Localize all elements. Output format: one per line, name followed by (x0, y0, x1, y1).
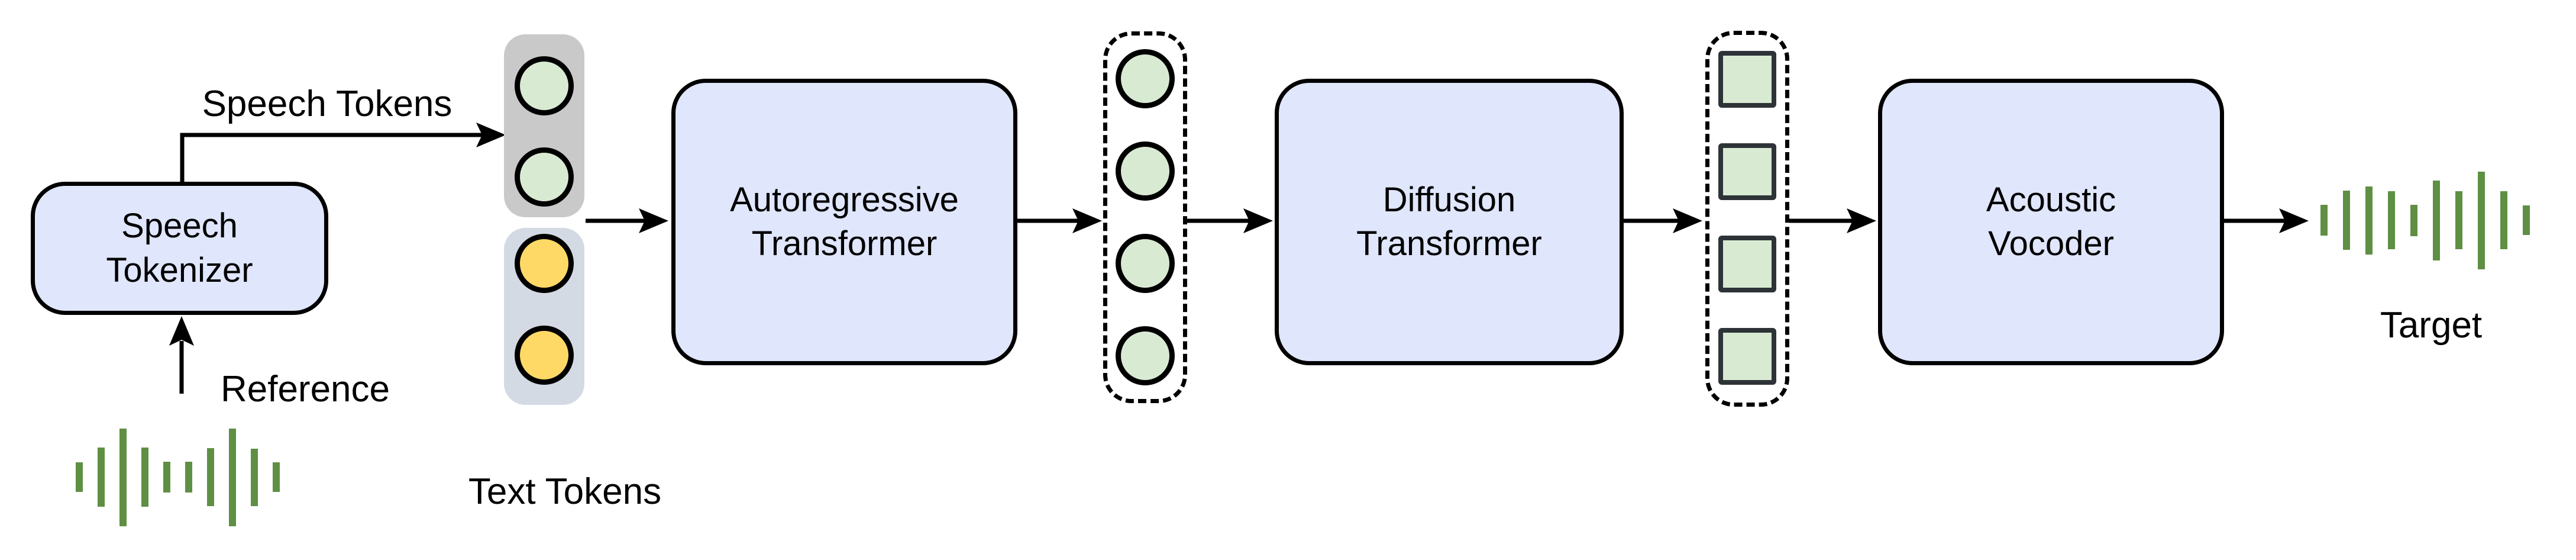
ar-output-token-circle (1116, 234, 1175, 293)
target-waveform (2320, 170, 2530, 271)
ar-output-token-circle (1116, 326, 1175, 385)
waveform-bar (2410, 204, 2417, 236)
speech-tokens-arrow-line (180, 133, 482, 182)
text-token-circle (515, 326, 574, 385)
waveform-bar (163, 462, 170, 493)
ar-output-tokens-group (1103, 31, 1187, 403)
reference-arrowhead (169, 316, 194, 346)
text-tokens-label: Text Tokens (468, 471, 662, 512)
speech-tokens-arrowhead (476, 123, 506, 147)
diffusion-output-tokens-group (1705, 31, 1789, 407)
target-label: Target (2380, 305, 2483, 346)
waveform-bar (2500, 191, 2507, 249)
text-token-circle (515, 234, 574, 293)
waveform-bar (2455, 191, 2462, 249)
text-tokens-group (504, 228, 584, 405)
waveform-bar (76, 462, 83, 492)
waveform-bar (2478, 171, 2485, 269)
waveform-bar (229, 428, 236, 526)
waveform-bar (119, 428, 127, 526)
speech-token-circle (515, 56, 574, 115)
waveform-bar (2523, 205, 2530, 235)
waveform-bar (98, 448, 105, 507)
diffusion-output-token-square (1718, 143, 1776, 200)
diffusion-output-token-square (1718, 236, 1776, 292)
tokens-to-ar-arrowhead (639, 208, 668, 233)
acoustic-vocoder-box: Acoustic Vocoder (1878, 79, 2224, 365)
speech-tokenizer-label: Speech Tokenizer (106, 207, 253, 289)
waveform-bar (141, 448, 148, 507)
waveform-bar (2365, 186, 2373, 255)
reference-waveform (76, 427, 280, 527)
vocoder-to-target-arrowhead (2279, 208, 2309, 233)
autoregressive-transformer-label: Autoregressive Transformer (730, 180, 959, 263)
reference-label: Reference (220, 369, 390, 410)
ar-to-latents-arrowhead (1072, 208, 1102, 233)
ar-output-token-circle (1116, 141, 1175, 201)
speech-tokenizer-box: Speech Tokenizer (31, 182, 328, 315)
speech-token-circle (515, 147, 574, 207)
speech-tokens-group (504, 34, 584, 217)
diffusion-output-token-square (1718, 51, 1776, 108)
diffusion-to-features-arrowhead (1673, 208, 1702, 233)
ar-output-token-circle (1116, 49, 1175, 108)
waveform-bar (251, 448, 258, 506)
waveform-bar (2320, 205, 2328, 236)
waveform-bar (2388, 191, 2395, 249)
waveform-bar (2433, 180, 2440, 260)
autoregressive-transformer-box: Autoregressive Transformer (671, 79, 1017, 365)
speech-tokens-label: Speech Tokens (202, 83, 453, 124)
diffusion-transformer-label: Diffusion Transformer (1356, 180, 1542, 263)
features-to-vocoder-arrowhead (1847, 208, 1876, 233)
diffusion-output-token-square (1718, 328, 1776, 385)
waveform-bar (273, 462, 280, 492)
latents-to-diffusion-arrowhead (1243, 208, 1273, 233)
diffusion-transformer-box: Diffusion Transformer (1275, 79, 1624, 365)
waveform-bar (185, 462, 192, 493)
acoustic-vocoder-label: Acoustic Vocoder (1986, 180, 2116, 263)
waveform-bar (207, 448, 214, 506)
waveform-bar (2343, 191, 2350, 250)
